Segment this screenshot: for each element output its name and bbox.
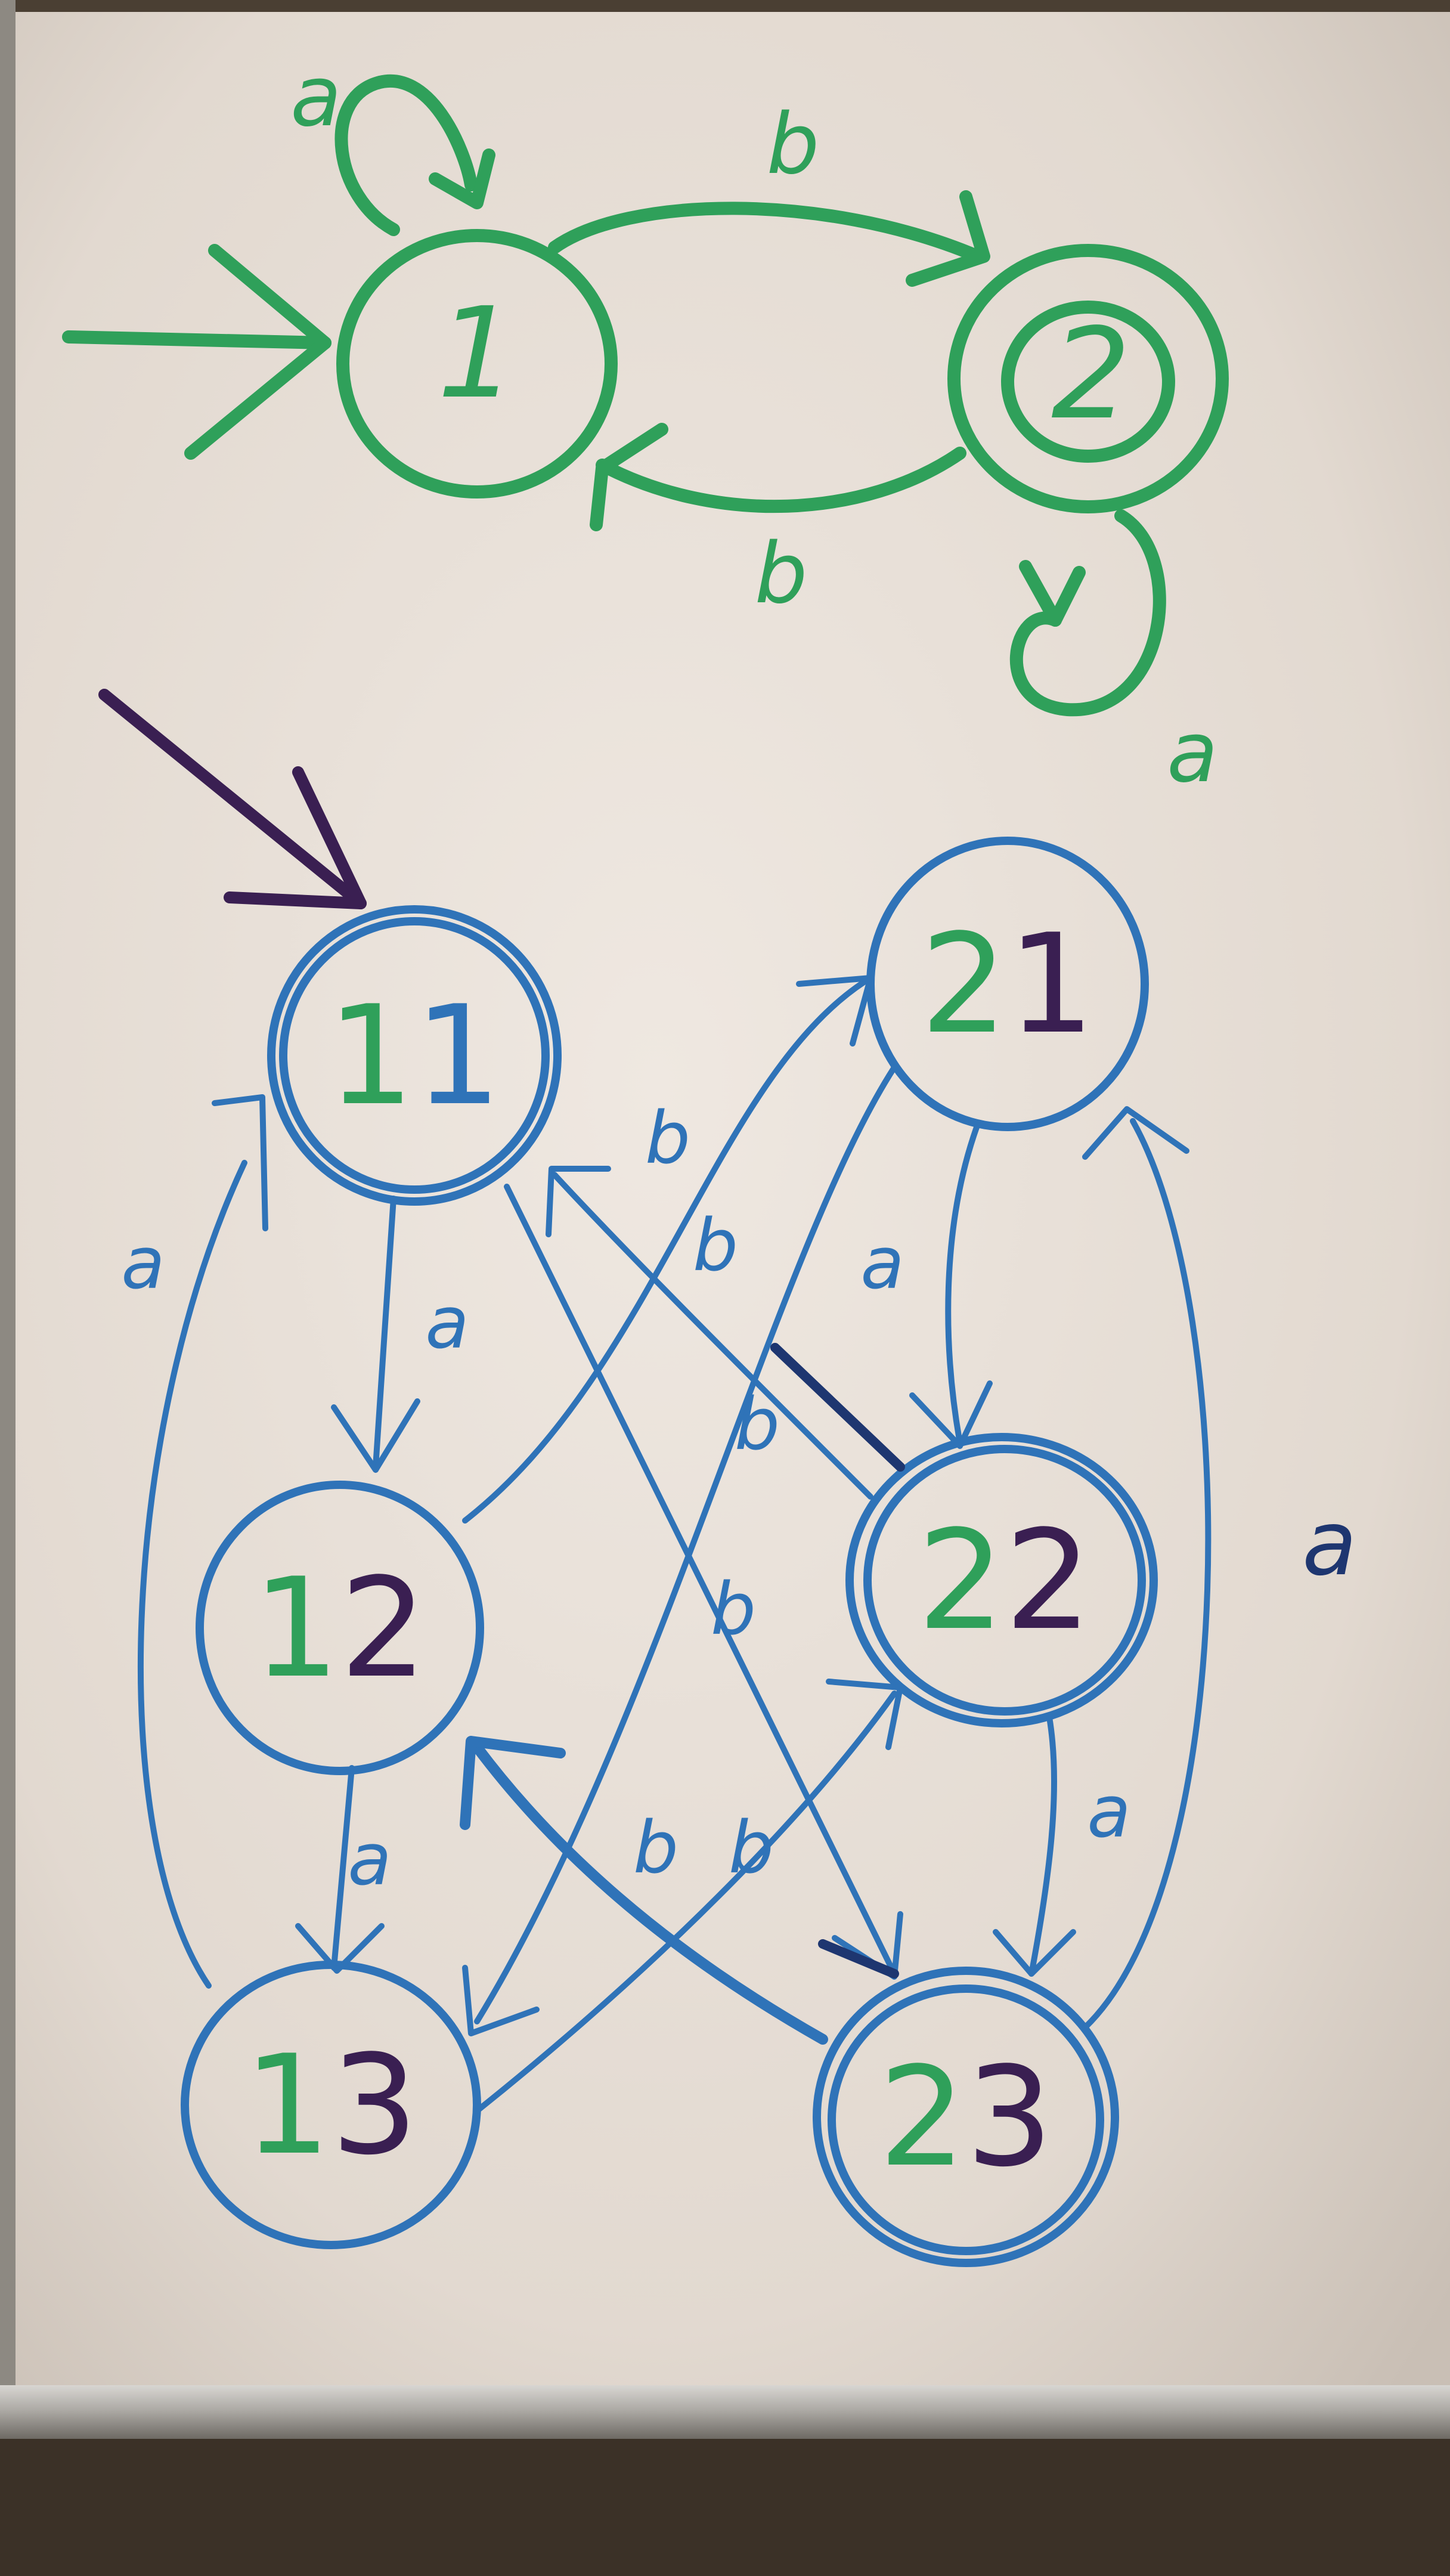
state-22-inner xyxy=(863,1445,1146,1716)
edge-13-22-path xyxy=(474,1690,897,2114)
edge-22-11-arrowhead xyxy=(546,1166,611,1237)
start-arrow-head xyxy=(184,244,331,460)
edge-2-1-arrowhead xyxy=(590,423,668,531)
state-11-inner xyxy=(279,917,550,1194)
state-23-inner xyxy=(828,1984,1104,2255)
top-automaton xyxy=(62,74,1229,717)
floor xyxy=(0,2439,1450,2576)
product-transition-labels: a a a a a a b b b b b b xyxy=(121,1097,1357,1902)
board-frame-left xyxy=(0,0,16,2415)
state-22-outer xyxy=(845,1433,1158,1727)
state-23-outer xyxy=(813,1967,1119,2267)
edge-12-13-arrowhead xyxy=(295,1923,385,1974)
top-labels: 1 2 a b b a xyxy=(290,48,1218,801)
product-transitions xyxy=(137,975,1212,2114)
edge-11-12-path xyxy=(373,1196,396,1470)
edge-12-13-label: a xyxy=(348,1819,392,1902)
edge-22-23-arrowhead xyxy=(993,1929,1076,1977)
edge-22-23-label: a xyxy=(1087,1771,1131,1854)
edge-21-22-arrowhead xyxy=(909,1380,993,1449)
edge-22-23-path xyxy=(1028,1714,1058,1977)
loop-2-arrowhead xyxy=(1019,560,1086,627)
state-1-circle xyxy=(336,229,618,499)
edge-11-12-arrowhead xyxy=(331,1398,420,1473)
state-13-label: 13 xyxy=(244,2026,419,2185)
state-11-outer xyxy=(267,905,562,1206)
loop-2-path xyxy=(1010,509,1166,717)
edge-13-22-arrowhead xyxy=(826,1679,903,1750)
loop-1-label: a xyxy=(290,48,342,145)
edge-12-13-path xyxy=(331,1765,355,1971)
edge-2-1-path xyxy=(596,447,966,513)
edge-1-2-path xyxy=(548,202,984,263)
edge-23-21-arrowhead xyxy=(1082,1106,1189,1160)
state-23-label: 23 xyxy=(879,2038,1054,2197)
loop-1-path xyxy=(334,74,478,236)
product-state-labels: 11 12 13 21 22 23 xyxy=(244,905,1095,2197)
state-1-label: 1 xyxy=(437,280,517,426)
state-2-inner-circle xyxy=(1001,301,1175,463)
accent-22-in xyxy=(770,1343,905,1472)
edge-21-22-label: a xyxy=(860,1222,904,1305)
state-2-label: 2 xyxy=(1051,301,1131,447)
edge-23-21-path xyxy=(1082,1118,1212,2030)
start-arrow xyxy=(62,330,331,349)
edge-13-11-arrowhead xyxy=(212,1094,268,1231)
state-21-label: 21 xyxy=(921,905,1095,1064)
edge-11-23-label: b xyxy=(645,1097,690,1180)
state-2-outer-circle xyxy=(947,244,1229,513)
accent-23-in xyxy=(818,1939,899,1979)
initial-arrow-head xyxy=(224,766,367,909)
edge-23-12-label: b xyxy=(633,1807,678,1890)
initial-arrow-shaft xyxy=(98,689,367,909)
edge-12-21-arrowhead xyxy=(796,975,873,1046)
edge-22-11-path xyxy=(552,1172,873,1500)
edge-23-12-arrowhead xyxy=(460,1736,566,1830)
edge-12-21-path xyxy=(462,975,873,1524)
state-11-label: 11 xyxy=(327,977,502,1136)
board-frame-bottom xyxy=(0,2385,1450,2439)
edge-21-13-path xyxy=(474,1064,897,2024)
state-22-label: 22 xyxy=(918,1501,1092,1661)
edge-23-21-label: a xyxy=(1302,1492,1357,1596)
edge-13-22-label: b xyxy=(729,1807,774,1890)
loop-1-arrowhead xyxy=(429,148,495,209)
loop-2-label: a xyxy=(1167,704,1218,801)
edge-1-2-arrowhead xyxy=(906,190,990,287)
edge-1-2-label: b xyxy=(767,96,820,193)
edge-13-11-label: a xyxy=(121,1222,165,1305)
edge-11-23-path xyxy=(504,1184,897,1977)
edge-22-11-label: b xyxy=(735,1383,780,1466)
state-12-circle xyxy=(196,1481,484,1775)
edge-12-21-label: b xyxy=(693,1205,738,1287)
edge-21-22-path xyxy=(945,1121,981,1446)
state-12-label: 12 xyxy=(253,1549,427,1708)
edge-13-11-path xyxy=(137,1160,247,1989)
edge-2-1-label: b xyxy=(755,525,808,623)
edge-11-12-label: a xyxy=(425,1282,469,1365)
edge-21-13-label: b xyxy=(711,1568,756,1651)
edge-23-12-path xyxy=(472,1742,828,2045)
edge-21-13-arrowhead xyxy=(462,1965,540,2036)
initial-arrow-11 xyxy=(98,689,367,909)
arrow-accents xyxy=(770,1343,905,1979)
